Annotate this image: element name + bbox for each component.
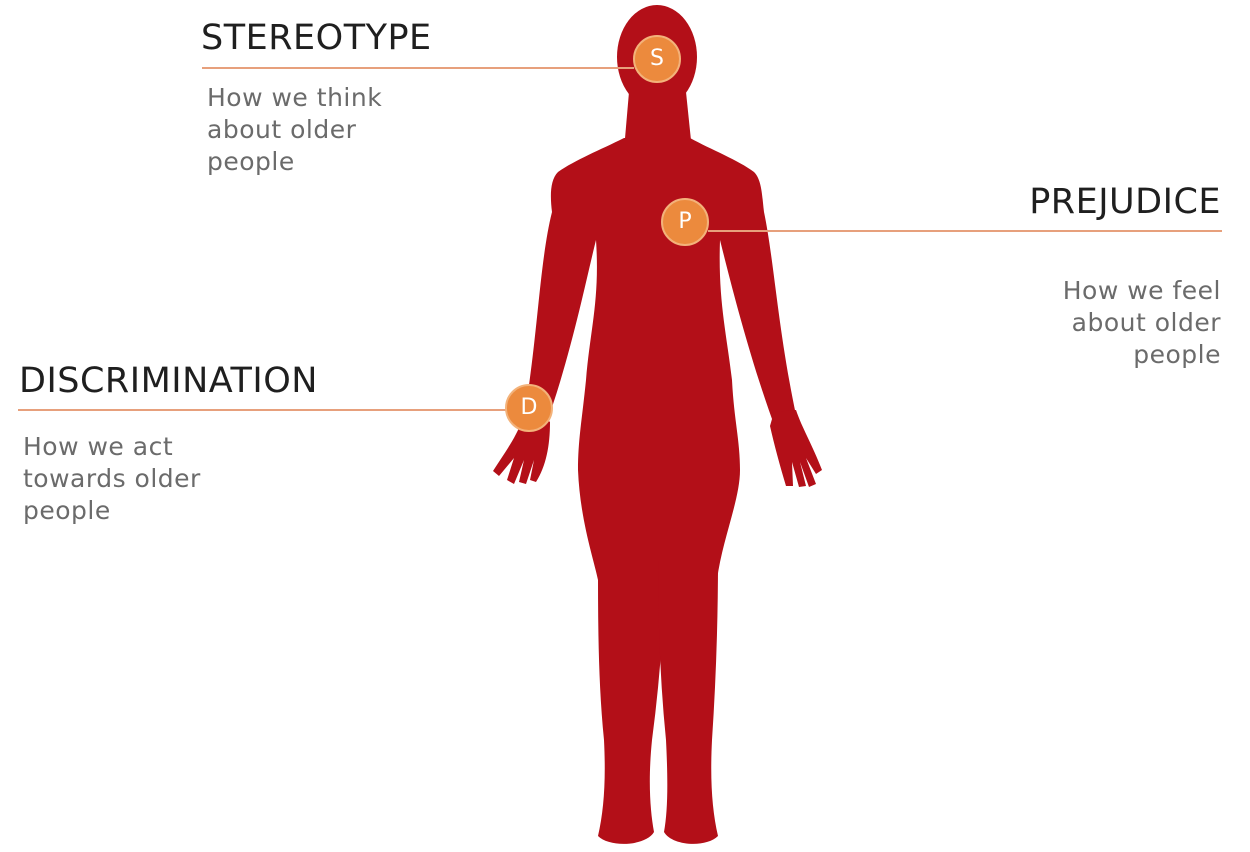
stereotype-description-line: about older: [207, 114, 382, 146]
prejudice-connector-line: [708, 230, 1222, 232]
discrimination-description-line: towards older: [23, 463, 201, 495]
prejudice-description: How we feel about older people: [1063, 275, 1221, 371]
prejudice-description-line: about older: [1063, 307, 1221, 339]
stereotype-description-line: people: [207, 146, 382, 178]
prejudice-badge: P: [661, 198, 709, 246]
discrimination-description-line: people: [23, 495, 201, 527]
prejudice-title: PREJUDICE: [1029, 182, 1221, 222]
stereotype-badge: S: [633, 35, 681, 83]
right-hand: [770, 410, 822, 487]
prejudice-description-line: How we feel: [1063, 275, 1221, 307]
stereotype-description: How we think about older people: [207, 82, 382, 178]
discrimination-badge: D: [505, 384, 553, 432]
discrimination-title: DISCRIMINATION: [19, 361, 318, 401]
stereotype-connector-line: [202, 67, 634, 69]
discrimination-connector-line: [18, 409, 506, 411]
stereotype-title: STEREOTYPE: [201, 18, 432, 58]
torso: [526, 138, 796, 580]
stereotype-description-line: How we think: [207, 82, 382, 114]
discrimination-description-line: How we act: [23, 431, 201, 463]
left-leg: [598, 560, 666, 844]
prejudice-description-line: people: [1063, 339, 1221, 371]
discrimination-description: How we act towards older people: [23, 431, 201, 527]
right-leg: [658, 560, 718, 844]
